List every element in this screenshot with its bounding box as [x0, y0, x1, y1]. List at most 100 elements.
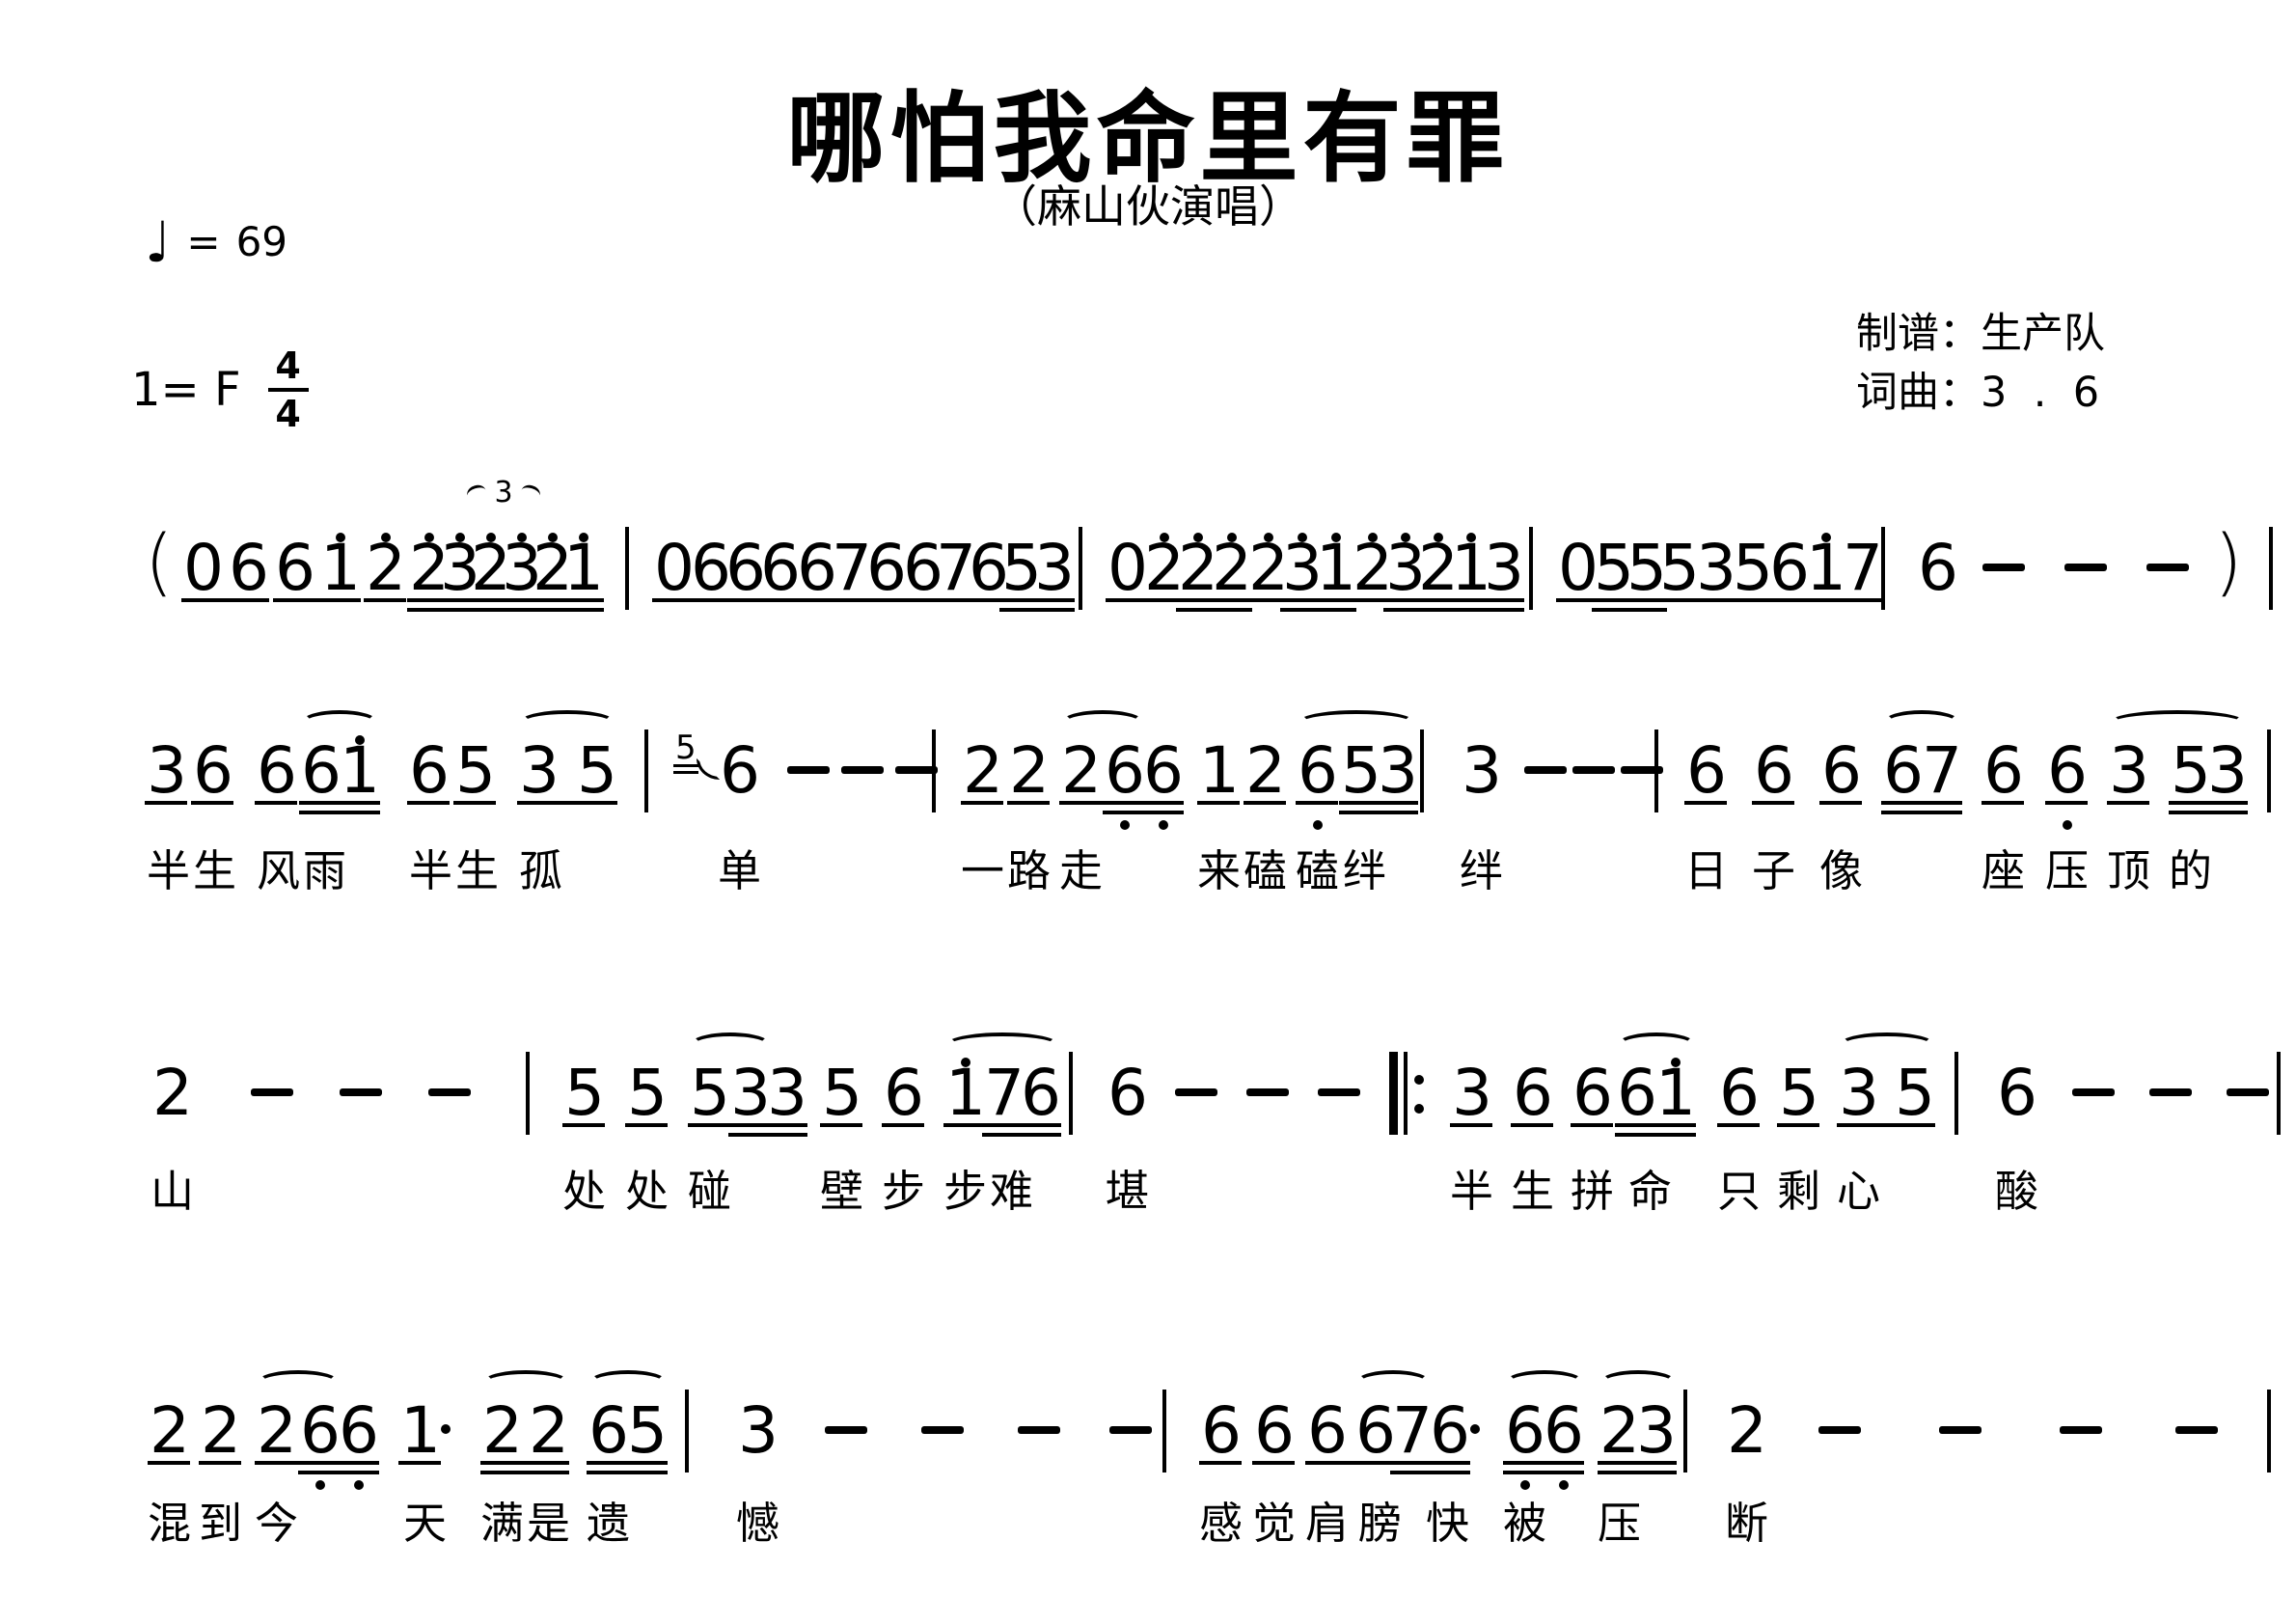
- note-digit: 6: [691, 531, 731, 605]
- beam-line-2: [2169, 811, 2248, 814]
- octave-dot-above: [1434, 533, 1443, 542]
- note-digit: 1: [400, 1393, 441, 1468]
- beam-line-2: [407, 608, 604, 612]
- lyric-char: 今: [255, 1498, 299, 1549]
- note-digit: 6: [1430, 1393, 1470, 1468]
- duration-dash: [787, 766, 830, 774]
- note-digit: 5: [1001, 531, 1042, 605]
- note-digit: 2: [1144, 531, 1185, 605]
- duration-dash: [1818, 1426, 1861, 1434]
- key-text: 1= F: [131, 363, 241, 417]
- note-digit: 2: [1212, 531, 1252, 605]
- lyric-char: 山: [150, 1166, 195, 1217]
- note-digit: 5: [564, 1056, 605, 1130]
- octave-dot-above: [548, 533, 558, 542]
- beam-line: [480, 1461, 569, 1465]
- parenthesis: ): [2214, 518, 2243, 604]
- note-digit: 1: [945, 1056, 986, 1130]
- note-digit: 6: [1505, 1393, 1545, 1468]
- duration-dash: [1318, 1088, 1360, 1096]
- tempo-marking: ♩ = 69: [145, 214, 287, 270]
- tie-arc: [945, 1032, 1059, 1058]
- note-digit: 6: [1769, 531, 1810, 605]
- repeat-thin-bar: [1404, 1052, 1408, 1135]
- beam-line-2: [1503, 1471, 1584, 1474]
- repeat-dot: [1414, 1075, 1424, 1085]
- beam-line-2: [1615, 1133, 1696, 1137]
- beam-line: [795, 598, 907, 602]
- beam-line: [1351, 598, 1524, 602]
- lyric-char: 天: [403, 1498, 448, 1549]
- beam-line: [1007, 801, 1050, 805]
- beam-line: [1881, 801, 1962, 805]
- beam-line: [453, 801, 496, 805]
- beam-line: [820, 1123, 862, 1127]
- barline: [2267, 1390, 2271, 1473]
- beam-line-2: [587, 1471, 668, 1474]
- beam-line: [2045, 801, 2088, 805]
- octave-dot-above: [486, 533, 496, 542]
- tuplet-number: 3: [494, 476, 513, 509]
- barline: [1069, 1052, 1073, 1135]
- beam-line: [1615, 1123, 1696, 1127]
- duration-dash: [2072, 1088, 2115, 1096]
- duration-dash: [2175, 1426, 2218, 1434]
- beam-line-2: [299, 811, 380, 814]
- beam-line-2: [1390, 1471, 1470, 1474]
- note-digit: 1: [1451, 531, 1491, 605]
- duration-dash: [1621, 766, 1663, 774]
- note-digit: 6: [275, 531, 315, 605]
- lyric-char: 到: [199, 1498, 243, 1549]
- note-digit: 2: [366, 531, 406, 605]
- note-digit: 6: [1821, 733, 1862, 808]
- duration-dash: [2060, 1426, 2102, 1434]
- note-digit: 1: [340, 733, 380, 808]
- beam-line-2: [1598, 1471, 1677, 1474]
- lyric-char: 磕: [1244, 845, 1288, 896]
- tie-arc: [482, 1370, 569, 1395]
- lyric-char: 半: [1450, 1166, 1494, 1217]
- note-digit: 3: [738, 1393, 779, 1468]
- octave-dot-above: [1821, 533, 1831, 542]
- beam-line: [688, 1123, 807, 1127]
- note-digit: 6: [588, 1393, 629, 1468]
- tie-arc: [519, 710, 615, 735]
- duration-dash: [2227, 1088, 2269, 1096]
- note-digit: 0: [183, 531, 224, 605]
- beam-line: [1752, 801, 1794, 805]
- duration-dash: [2146, 564, 2189, 571]
- note-digit: 2: [1178, 531, 1218, 605]
- octave-dot-below: [1313, 820, 1323, 830]
- tie-arc: [1599, 1370, 1677, 1395]
- beam-line-2: [1103, 811, 1184, 814]
- note-digit: 5: [1895, 1056, 1935, 1130]
- beam-line: [199, 1461, 241, 1465]
- time-fraction-line: [267, 388, 309, 392]
- lyric-char: 生: [455, 845, 500, 896]
- octave-dot-above: [1193, 533, 1203, 542]
- beam-line: [1197, 801, 1240, 805]
- lyric-char: 处: [625, 1166, 670, 1217]
- note-digit: 3: [147, 733, 187, 808]
- duration-dash: [251, 1088, 293, 1096]
- time-signature: 4 4: [267, 347, 309, 432]
- tie-arc: [1883, 710, 1960, 735]
- note-digit: 2: [1727, 1393, 1767, 1468]
- beam-line: [1837, 1123, 1935, 1127]
- note-digit: 6: [866, 531, 907, 605]
- octave-dot-above: [1227, 533, 1237, 542]
- note-digit: 5: [1626, 531, 1667, 605]
- note-digit: 6: [1997, 1056, 2037, 1130]
- note-digit: 5: [1594, 531, 1634, 605]
- note-digit: 7: [936, 531, 976, 605]
- octave-dot-above: [579, 533, 588, 542]
- octave-dot-above: [517, 533, 527, 542]
- note-digit: 1: [320, 531, 361, 605]
- note-digit: 3: [440, 531, 480, 605]
- parenthesis: (: [145, 518, 174, 604]
- beam-line: [1106, 598, 1148, 602]
- note-digit: 2: [482, 1393, 523, 1468]
- beam-line: [148, 1461, 190, 1465]
- lyric-char: 一: [961, 845, 1005, 896]
- performer-subtitle: （麻山伙演唱）: [993, 180, 1303, 233]
